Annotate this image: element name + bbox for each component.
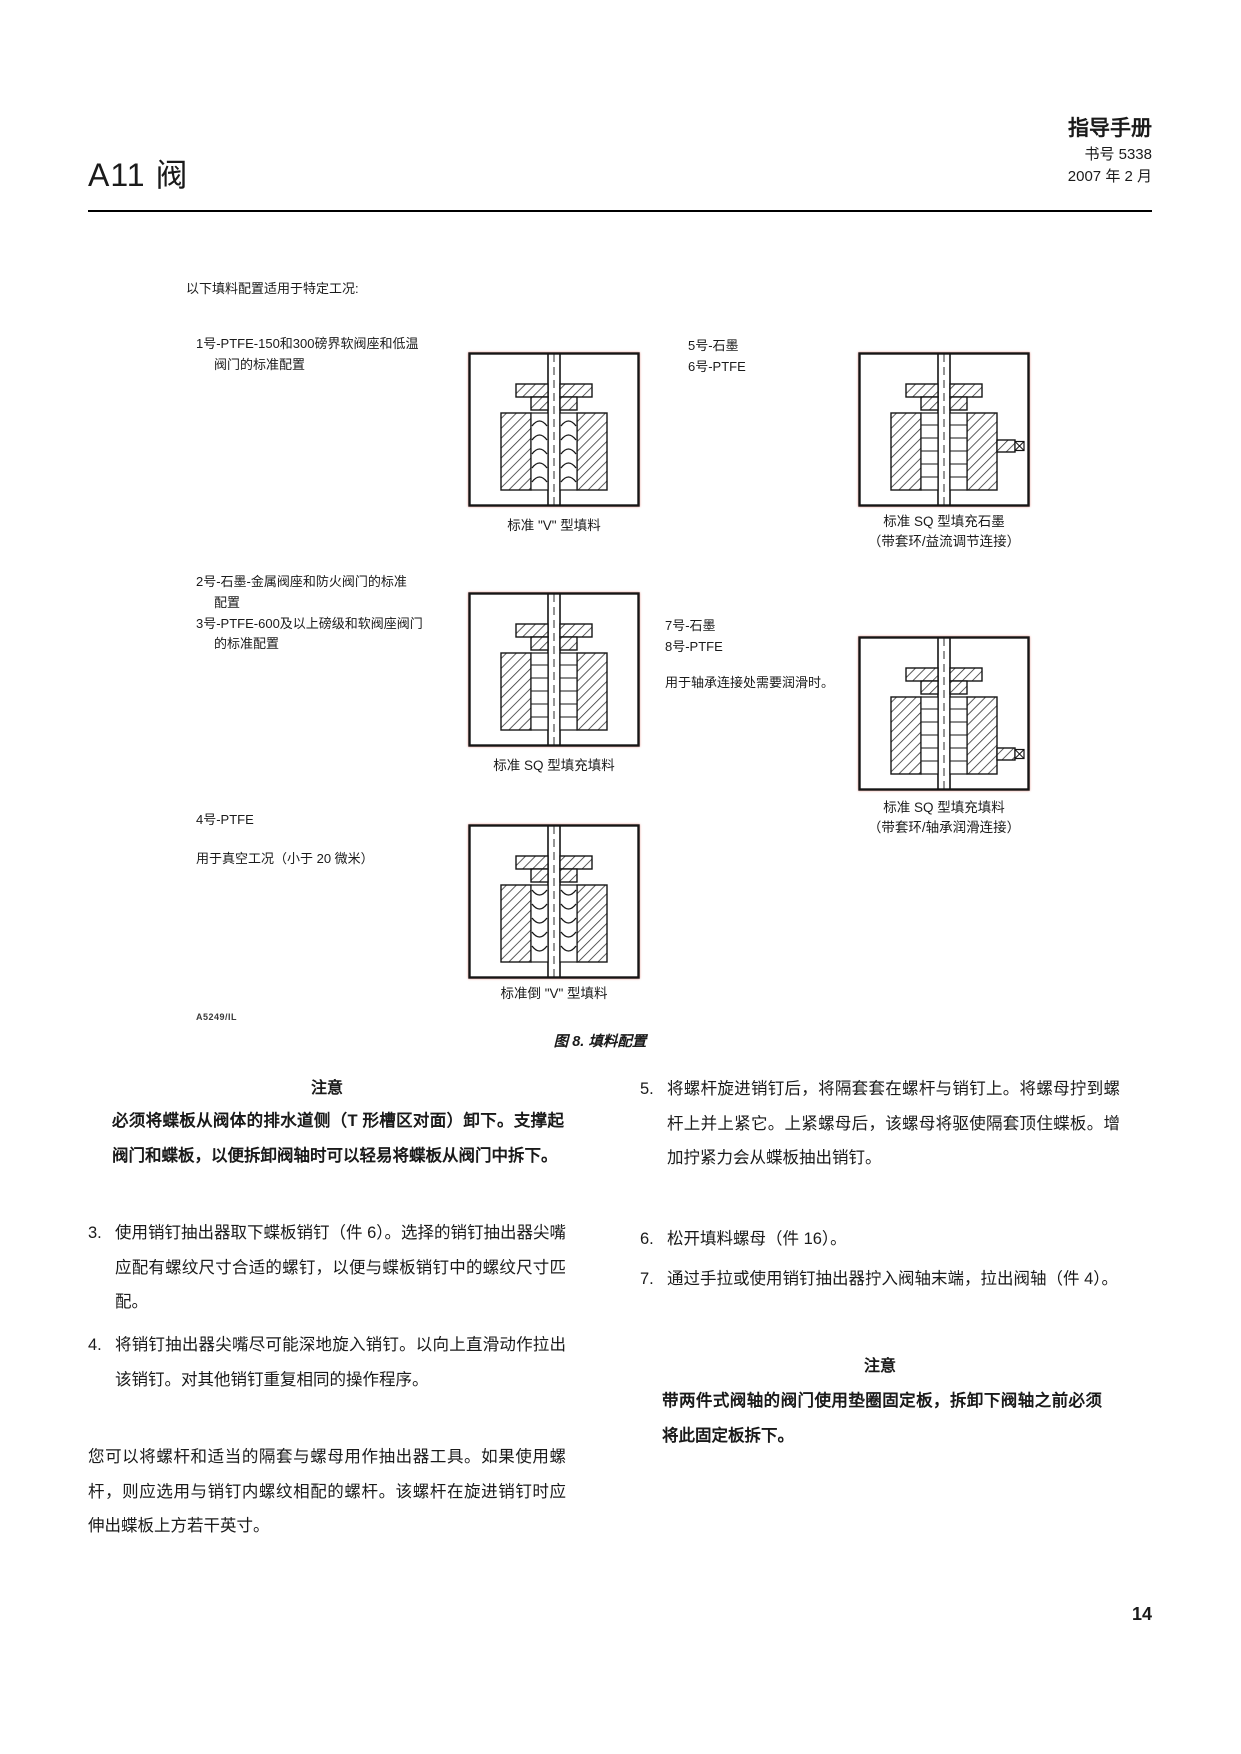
diagram-caption: 标准倒 "V" 型填料: [424, 984, 684, 1004]
caption-line: 标准 SQ 型填充填料: [883, 800, 1005, 815]
packing-diagram-standard-sq: [468, 592, 640, 747]
packing-diagram-standard-v: [468, 352, 640, 507]
step-text: 使用销钉抽出器取下蝶板销钉（件 6）。选择的销钉抽出器尖嘴应配有螺纹尺寸合适的螺…: [115, 1224, 567, 1312]
step-text: 将销钉抽出器尖嘴尽可能深地旋入销钉。以向上直滑动作拉出该销钉。对其他销钉重复相同…: [115, 1336, 566, 1389]
caption-line: （带套环/轴承润滑连接）: [867, 820, 1021, 836]
config4-label: 4号-PTFE: [196, 810, 254, 831]
step-number: 6.: [640, 1230, 654, 1248]
step-number: 7.: [640, 1270, 654, 1288]
config4-note: 用于真空工况（小于 20 微米）: [196, 851, 374, 866]
caption-line: （带套环/益流调节连接）: [867, 534, 1021, 550]
config3-label-line: 的标准配置: [214, 636, 280, 652]
caption-line: 标准 SQ 型填充石墨: [883, 514, 1005, 529]
config4-label-line: 4号-PTFE: [196, 812, 254, 827]
caption-line: 标准 SQ 型填充填料: [493, 758, 615, 773]
packing-diagram-sq-graphite-lantern: [858, 352, 1030, 507]
config7-label-line: 7号-石墨: [665, 618, 716, 633]
artwork-code: A5249/IL: [196, 1012, 238, 1022]
step-number: 4.: [88, 1336, 102, 1354]
config2-label-line: 配置: [214, 594, 241, 610]
diagram-caption: 标准 SQ 型填充石墨 （带套环/益流调节连接）: [814, 512, 1074, 553]
step-5: 5. 将螺杆旋进销钉后，将隔套套在螺杆与销钉上。将螺母拧到螺杆上并上紧它。上紧螺…: [640, 1072, 1120, 1176]
figure-intro-text: 以下填料配置适用于特定工况:: [186, 281, 359, 296]
book-number: 书号 5338: [1084, 146, 1152, 164]
notice2-title: 注意: [863, 1358, 896, 1375]
caption-line: 标准倒 "V" 型填料: [500, 986, 608, 1001]
step-number: 3.: [88, 1224, 102, 1242]
notice1-text: 必须将蝶板从阀体的排水道侧（T 形槽区对面）卸下。支撑起阀门和蝶板，以便拆卸阀轴…: [112, 1112, 564, 1165]
product-title: A11 阀: [88, 157, 189, 193]
config1-label-line: 1号-PTFE-150和300磅界软阀座和低温: [196, 336, 419, 351]
caption-line: 标准 "V" 型填料: [507, 518, 601, 533]
page-number: 14: [1131, 1604, 1152, 1624]
header-block: 指导手册 书号 5338 2007 年 2 月: [1068, 114, 1152, 188]
step-text: 通过手拉或使用销钉抽出器拧入阀轴末端，拉出阀轴（件 4）。: [667, 1270, 1119, 1288]
config8-label-line: 8号-PTFE: [665, 638, 723, 654]
config6-label-line: 6号-PTFE: [688, 358, 746, 374]
step-text: 将螺杆旋进销钉后，将隔套套在螺杆与销钉上。将螺母拧到螺杆上并上紧它。上紧螺母后，…: [667, 1080, 1120, 1168]
config5-label-line: 5号-石墨: [688, 338, 739, 353]
header-rule: [88, 210, 1152, 212]
packing-diagram-inverted-v: [468, 824, 640, 979]
step-6: 6. 松开填料螺母（件 16）。: [640, 1222, 1120, 1257]
step-4: 4. 将销钉抽出器尖嘴尽可能深地旋入销钉。以向上直滑动作拉出该销钉。对其他销钉重…: [88, 1328, 566, 1397]
config7-8-note: 用于轴承连接处需要润滑时。: [665, 675, 835, 690]
step-7: 7. 通过手拉或使用销钉抽出器拧入阀轴末端，拉出阀轴（件 4）。: [640, 1262, 1120, 1297]
packing-diagram-sq-lubricated: [858, 636, 1030, 791]
config1-label: 1号-PTFE-150和300磅界软阀座和低温 阀门的标准配置: [196, 334, 419, 376]
step-number: 5.: [640, 1080, 654, 1098]
config5-6-label: 5号-石墨 6号-PTFE: [688, 336, 746, 378]
notice2-text: 带两件式阀轴的阀门使用垫圈固定板，拆卸下阀轴之前必须将此固定板拆下。: [662, 1392, 1102, 1445]
config2-label-line: 2号-石墨-金属阀座和防火阀门的标准: [196, 574, 407, 589]
config2-3-label: 2号-石墨-金属阀座和防火阀门的标准 配置 3号-PTFE-600及以上磅级和软…: [196, 572, 423, 655]
extractor-tool-paragraph: 您可以将螺杆和适当的隔套与螺母用作抽出器工具。如果使用螺杆，则应选用与销钉内螺纹…: [88, 1448, 566, 1536]
notice1-title: 注意: [310, 1080, 343, 1097]
manual-type-title: 指导手册: [1068, 117, 1152, 140]
diagram-caption: 标准 "V" 型填料: [424, 516, 684, 536]
step-3: 3. 使用销钉抽出器取下蝶板销钉（件 6）。选择的销钉抽出器尖嘴应配有螺纹尺寸合…: [88, 1216, 566, 1320]
diagram-caption: 标准 SQ 型填充填料 （带套环/轴承润滑连接）: [814, 798, 1074, 839]
diagram-caption: 标准 SQ 型填充填料: [424, 756, 684, 776]
publication-date: 2007 年 2 月: [1067, 168, 1152, 186]
config1-label-line: 阀门的标准配置: [214, 356, 306, 372]
figure-caption: 图 8. 填料配置: [553, 1034, 647, 1050]
step-text: 松开填料螺母（件 16）。: [667, 1230, 847, 1248]
config7-8-label: 7号-石墨 8号-PTFE: [665, 616, 723, 658]
config3-label-line: 3号-PTFE-600及以上磅级和软阀座阀门: [196, 615, 423, 631]
